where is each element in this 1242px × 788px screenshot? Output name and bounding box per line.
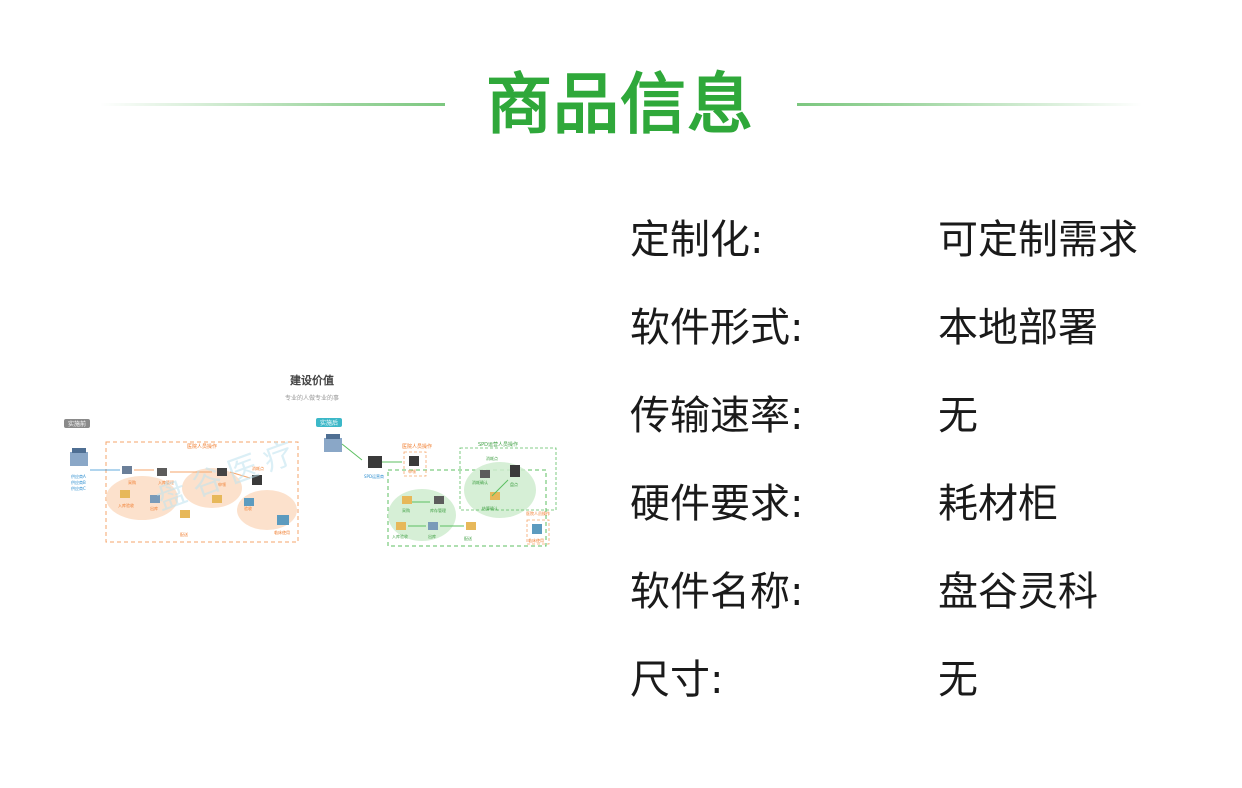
spec-value: 无 [938,393,978,439]
title-divider-left [100,103,445,106]
spec-value: 盘谷灵科 [938,569,1098,615]
svg-text:验收: 验收 [244,505,252,511]
svg-text:入库验收: 入库验收 [392,533,408,539]
spec-row-customization: 定制化: 可定制需求 [630,200,1210,288]
svg-text:SPD运营商: SPD运营商 [364,473,384,479]
svg-text:消耗点: 消耗点 [252,465,264,471]
after-box [387,469,547,547]
svg-text:入库管理: 入库管理 [158,479,174,485]
svg-text:供应商A: 供应商A [71,473,86,479]
svg-text:出库: 出库 [150,505,158,511]
spec-label: 尺寸: [630,657,724,703]
svg-text:配送: 配送 [464,535,472,541]
spec-row-transfer-rate: 传输速率: 无 [630,376,1210,464]
spec-list: 定制化: 可定制需求 软件形式: 本地部署 传输速率: 无 硬件要求: 耗材柜 … [630,200,1210,728]
svg-text:医院人员操作: 医院人员操作 [526,510,550,516]
svg-text:供应商B: 供应商B [71,479,86,485]
svg-text:盘点: 盘点 [510,481,518,487]
spd-workflow-illustration: 建设价值 专业的人做专业的事 实施前 医院人员操作 供应商A 供应商B 供应商C… [64,373,557,547]
spec-label: 传输速率: [630,393,804,439]
illustration-subheading: 专业的人做专业的事 [285,394,339,402]
spec-value: 耗材柜 [938,481,1058,527]
after-badge: 实施后 [320,419,338,427]
spec-value: 无 [938,657,978,703]
svg-text:配送: 配送 [180,531,188,537]
svg-text:出库: 出库 [428,533,436,539]
svg-text:结算确认: 结算确认 [482,505,498,511]
before-box-title: 医院人员操作 [187,443,217,450]
spec-label: 软件形式: [630,305,804,351]
svg-text:供应商C: 供应商C [71,485,86,491]
spec-row-software-name: 软件名称: 盘谷灵科 [630,552,1210,640]
spec-label: 软件名称: [630,569,804,615]
svg-text:申领: 申领 [218,481,226,487]
svg-text:临床使用: 临床使用 [528,537,544,543]
after-small-box-title: 医院人员操作 [402,443,432,450]
before-box [105,441,299,543]
page-title: 商品信息 [486,66,754,143]
illustration-heading: 建设价值 [290,373,334,387]
svg-text:采购: 采购 [402,507,410,513]
title-divider-right [797,103,1142,106]
svg-text:临床使用: 临床使用 [274,529,290,535]
svg-text:库存管理: 库存管理 [430,507,446,513]
spec-row-size: 尺寸: 无 [630,640,1210,728]
title-section: 商品信息 [0,60,1242,150]
before-badge: 实施前 [68,420,86,428]
svg-text:消耗确认: 消耗确认 [472,479,488,485]
svg-text:消耗点: 消耗点 [486,455,498,461]
svg-text:采购: 采购 [128,479,136,485]
spec-value: 本地部署 [938,305,1098,351]
spec-row-software-form: 软件形式: 本地部署 [630,288,1210,376]
spec-label: 硬件要求: [630,481,804,527]
spec-label: 定制化: [630,217,764,263]
after-box-title: SPD运营人员操作 [478,441,518,448]
svg-text:入库验收: 入库验收 [118,502,134,508]
spec-row-hardware: 硬件要求: 耗材柜 [630,464,1210,552]
spec-value: 可定制需求 [938,217,1138,263]
svg-text:申领: 申领 [408,468,416,474]
